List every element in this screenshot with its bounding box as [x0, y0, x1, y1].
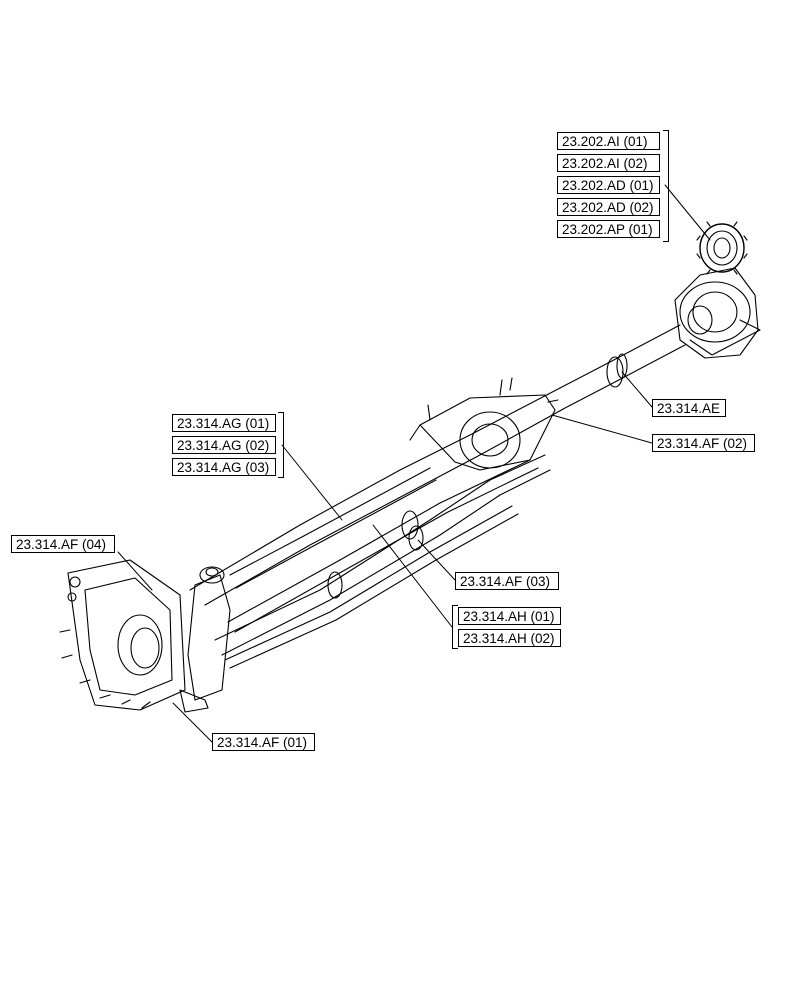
leader-af01: [172, 702, 213, 743]
callout-23-314-af-01[interactable]: 23.314.AF (01): [212, 733, 315, 751]
callout-23-202-ap-01[interactable]: 23.202.AP (01): [557, 220, 660, 238]
callout-23-314-af-02[interactable]: 23.314.AF (02): [652, 434, 755, 452]
callout-23-314-ah-02[interactable]: 23.314.AH (02): [458, 629, 561, 647]
axle-housing: [59, 221, 761, 713]
group-bracket-gears: [663, 130, 669, 242]
leader-af02: [551, 414, 653, 444]
callout-23-202-ai-01[interactable]: 23.202.AI (01): [557, 132, 660, 150]
leader-ae: [621, 371, 653, 408]
group-bracket-ah: [452, 605, 458, 649]
leader-af04: [117, 551, 153, 591]
callout-23-314-ag-02[interactable]: 23.314.AG (02): [172, 436, 276, 454]
leader-gears: [664, 184, 711, 241]
callout-23-202-ad-01[interactable]: 23.202.AD (01): [557, 176, 660, 194]
group-bracket-ag: [278, 412, 284, 478]
callout-23-314-ae[interactable]: 23.314.AE: [652, 399, 726, 417]
leader-ah: [372, 524, 453, 628]
callout-23-314-ag-03[interactable]: 23.314.AG (03): [172, 458, 276, 476]
callout-23-314-af-04[interactable]: 23.314.AF (04): [11, 535, 115, 553]
leader-ag: [281, 444, 343, 521]
callout-23-314-ag-01[interactable]: 23.314.AG (01): [172, 414, 276, 432]
callout-23-314-ah-01[interactable]: 23.314.AH (01): [458, 607, 561, 625]
callout-23-202-ai-02[interactable]: 23.202.AI (02): [557, 154, 660, 172]
callout-23-314-af-03[interactable]: 23.314.AF (03): [455, 572, 559, 590]
callout-23-202-ad-02[interactable]: 23.202.AD (02): [557, 198, 660, 216]
